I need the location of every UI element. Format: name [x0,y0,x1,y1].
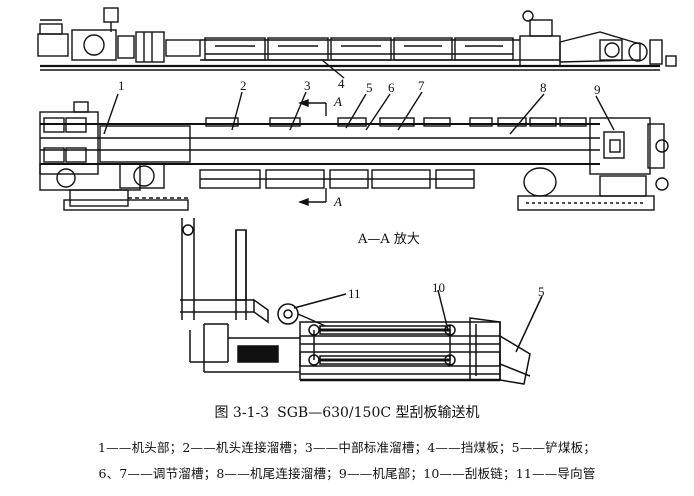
callout-1: 1 [118,78,125,93]
figure-title: SGB—630/150C 型刮板输送机 [277,405,480,421]
callout-9: 9 [594,82,601,97]
callout-5: 5 [366,80,373,95]
callout-10: 10 [432,280,445,295]
figure-caption: 图 3-1-3 SGB—630/150C 型刮板输送机 [0,402,694,422]
callout-8: 8 [540,80,547,95]
plan-view [39,59,669,211]
callout-11: 11 [348,286,361,301]
section-marker-bottom: A [333,194,342,209]
callout-5-section: 5 [538,284,545,299]
section-caption: A—A 放大 [358,232,420,247]
callout-2: 2 [240,78,247,93]
callout-7: 7 [418,78,425,93]
legend-line-2: 6、7——调节溜槽；8——机尾连接溜槽；9——机尾部；10——刮板链；11——导… [98,466,596,481]
elevation-view [37,7,677,71]
callout-6: 6 [388,80,395,95]
figure-number: 图 3-1-3 [214,405,270,421]
legend-line-1: 1——机头部；2——机头连接溜槽；3——中部标准溜槽；4——挡煤板；5——铲煤板… [98,440,596,455]
section-marker-top: A [333,94,342,109]
section-view [180,218,543,385]
callout-4: 4 [338,76,345,91]
callout-3: 3 [304,78,311,93]
